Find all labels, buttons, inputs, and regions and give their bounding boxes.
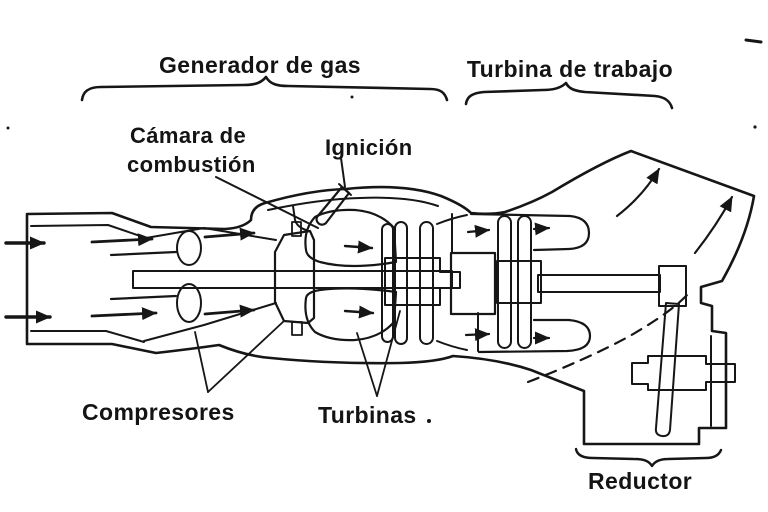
compressors-leader-left — [194, 331, 209, 393]
turbine-stator-vane — [381, 223, 394, 343]
combustion-chamber-leader — [215, 176, 319, 229]
crossover-arrow-top-2 — [532, 222, 551, 236]
power-shaft — [537, 274, 661, 293]
hidden-contour-dashed-arc — [526, 293, 689, 384]
collector-passage-top — [469, 212, 591, 252]
work-turbine-brace — [464, 81, 674, 110]
speck-dot-1 — [350, 95, 354, 99]
text-labels: Generador de gas Turbina de trabajo Cáma… — [82, 52, 692, 494]
gas-generator-brace — [80, 75, 449, 102]
label-combustion-chamber-line1: Cámara de — [130, 123, 246, 148]
impeller-seal-top — [291, 221, 302, 237]
collector-passage-bottom — [477, 318, 592, 354]
intake-inner-wall-top — [30, 224, 147, 239]
label-ignition: Ignición — [325, 135, 413, 160]
duct-arrow-top-1 — [90, 233, 154, 247]
combustion-chamber-top — [304, 208, 398, 268]
label-turbines: Turbinas — [318, 402, 417, 428]
bevel-gear-upper — [658, 265, 687, 307]
ignition-leader-line — [340, 157, 346, 188]
turbines-label-period — [427, 419, 431, 423]
engine-casing-outline — [25, 149, 756, 446]
compressors-leader-right — [207, 320, 285, 393]
duct-arrow-bottom-1 — [90, 307, 158, 321]
reducer-brace — [574, 447, 723, 468]
duct-arrow-top-2 — [203, 227, 256, 241]
gearbox-idler-shaft — [654, 302, 680, 438]
crossover-bottom-line — [436, 340, 468, 351]
power-turbine-blade-row-1 — [497, 215, 512, 349]
igniter — [315, 157, 352, 226]
flow-line-bottom — [109, 294, 178, 301]
flow-arrows — [4, 167, 734, 345]
flow-line-top — [109, 250, 178, 257]
combustor-arrow-top — [343, 240, 374, 254]
combustor-dome-line — [292, 205, 307, 231]
gg-turbine-blade-row-2 — [419, 221, 434, 345]
combustor-inner-arc — [267, 196, 439, 211]
centrifugal-compressor — [273, 229, 316, 325]
photocopy-specks — [6, 38, 763, 423]
rotating-parts — [132, 208, 736, 438]
label-work-turbine: Turbina de trabajo — [467, 56, 673, 82]
exhaust-arrow-1 — [615, 167, 661, 218]
igniter-plug — [315, 185, 351, 226]
combustor-arrow-bottom — [343, 305, 375, 319]
turbines-leader-left — [356, 332, 378, 397]
label-gas-generator: Generador de gas — [159, 52, 361, 78]
output-gear-and-shaft — [631, 355, 736, 391]
duct-wall-bottom — [143, 302, 277, 342]
leader-lines — [194, 176, 401, 397]
igniter-cap-line — [338, 183, 352, 196]
gas-generator-shaft — [132, 270, 453, 289]
gg-turbine-hub — [384, 257, 461, 306]
label-combustion-chamber-line2: combustión — [127, 152, 256, 177]
axial-compressor-disc-top — [176, 230, 202, 266]
duct-wall-top — [145, 227, 277, 241]
label-reducer: Reductor — [588, 468, 692, 494]
speck-dot-2 — [753, 125, 757, 129]
speck-dot-3 — [6, 126, 10, 130]
section-braces — [80, 75, 723, 468]
speck-dash-top-right — [744, 38, 763, 44]
coupling-housing — [449, 251, 497, 316]
impeller-seal-bottom — [291, 321, 303, 336]
exhaust-arrow-2 — [693, 195, 734, 255]
turbines-leader-right — [376, 310, 401, 397]
crossover-arrow-bottom-1 — [464, 328, 491, 342]
intake-inner-wall-bottom — [30, 330, 145, 343]
power-turbine-blade-row-2 — [517, 215, 532, 349]
duct-arrow-bottom-2 — [203, 304, 256, 318]
axial-compressor-disc-bottom — [176, 283, 202, 323]
gg-turbine-blade-row-1 — [394, 221, 408, 345]
label-compressors: Compresores — [82, 399, 235, 425]
crossover-arrow-top-1 — [466, 224, 491, 238]
